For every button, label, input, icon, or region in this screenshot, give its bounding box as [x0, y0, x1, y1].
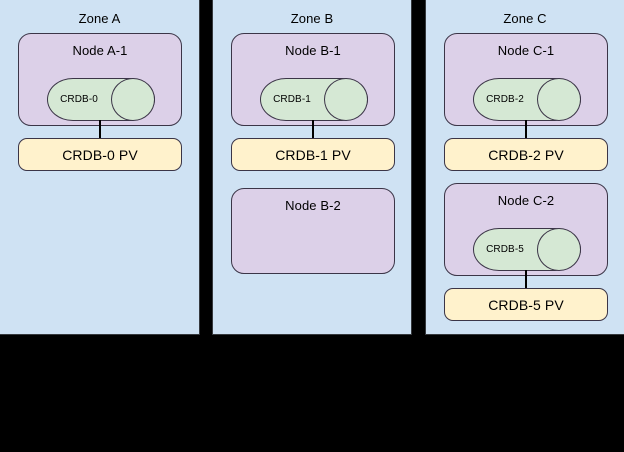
database-label-crdb-1: CRDB-1: [273, 94, 311, 105]
database-cylinder-crdb-2[interactable]: CRDB-2: [473, 78, 581, 121]
zone-container-a: Zone A Node A-1 CRDB-0 CRDB-0 PV: [0, 0, 200, 335]
database-label-crdb-2: CRDB-2: [486, 94, 524, 105]
database-cylinder-crdb-0[interactable]: CRDB-0: [47, 78, 155, 121]
pv-box-crdb-5[interactable]: CRDB-5 PV: [444, 288, 608, 321]
pv-box-crdb-0[interactable]: CRDB-0 PV: [18, 138, 182, 171]
zone-container-c: Zone C Node C-1 CRDB-2 CRDB-2 PV Node C-…: [425, 0, 624, 335]
database-cylinder-crdb-5[interactable]: CRDB-5: [473, 228, 581, 271]
zone-label-a: Zone A: [78, 11, 121, 26]
node-box-c-2[interactable]: Node C-2 CRDB-5: [444, 183, 608, 276]
database-cylinder-crdb-1[interactable]: CRDB-1: [260, 78, 368, 121]
connector-node-c-1-to-crdb-2-pv: [525, 120, 527, 139]
zone-container-b: Zone B Node B-1 CRDB-1 CRDB-1 PV Node B-…: [212, 0, 412, 335]
node-box-b-2[interactable]: Node B-2: [231, 188, 395, 274]
cylinder-cap-icon: [537, 78, 581, 121]
database-label-crdb-0: CRDB-0: [60, 94, 98, 105]
cylinder-cap-icon: [111, 78, 155, 121]
node-label-a-1: Node A-1: [72, 43, 128, 58]
node-box-c-1[interactable]: Node C-1 CRDB-2: [444, 33, 608, 126]
node-box-b-1[interactable]: Node B-1 CRDB-1: [231, 33, 395, 126]
cylinder-cap-icon: [324, 78, 368, 121]
connector-node-c-2-to-crdb-5-pv: [525, 270, 527, 289]
zone-label-c: Zone C: [503, 11, 547, 26]
connector-node-b-1-to-crdb-1-pv: [312, 120, 314, 139]
database-label-crdb-5: CRDB-5: [486, 244, 524, 255]
node-label-c-2: Node C-2: [497, 193, 555, 208]
connector-node-a-1-to-crdb-0-pv: [99, 120, 101, 139]
pv-box-crdb-1[interactable]: CRDB-1 PV: [231, 138, 395, 171]
cylinder-cap-icon: [537, 228, 581, 271]
pv-box-crdb-2[interactable]: CRDB-2 PV: [444, 138, 608, 171]
node-label-b-2: Node B-2: [285, 198, 341, 213]
node-label-b-1: Node B-1: [285, 43, 341, 58]
node-box-a-1[interactable]: Node A-1 CRDB-0: [18, 33, 182, 126]
zone-label-b: Zone B: [290, 11, 334, 26]
node-label-c-1: Node C-1: [497, 43, 555, 58]
